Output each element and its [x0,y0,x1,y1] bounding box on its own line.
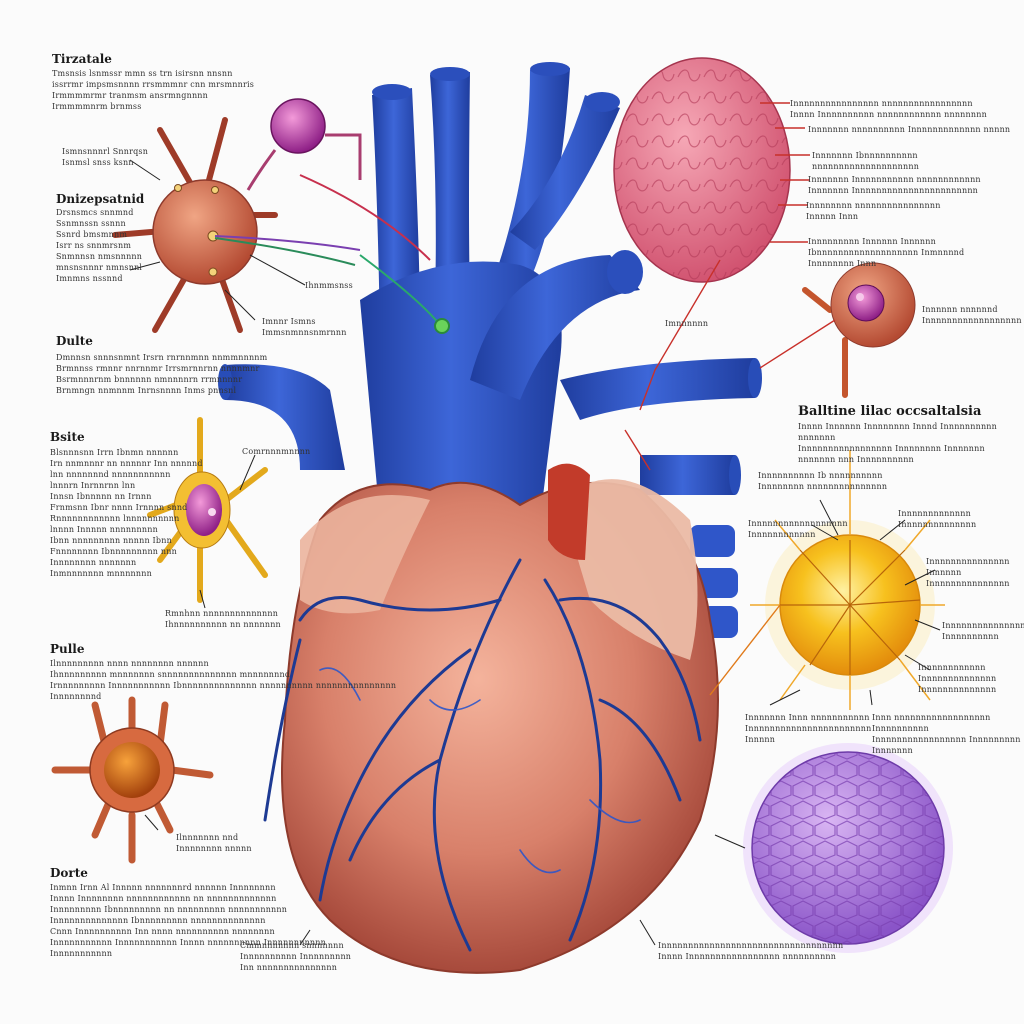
heading-dorte: Dorte [50,866,88,880]
caption-sun-5: Innnnnnnnnnnnnnnnnn Innnnnnnnnn [942,621,1024,641]
caption-pulle: Ilnnnnnnnnn nnnn nnnnnnnn nnnnnn Ihnnnnn… [50,659,397,701]
caption-brain-1: Innnnnnnnnnnnnnnn nnnnnnnnnnnnnnnnn Innn… [790,99,987,119]
caption-sun-3: Innnnnnnnnnnnn Innnnnnnnnnnnnn [898,509,977,529]
caption-brain-2: Innnnnnn nnnnnnnnnn Innnnnnnnnnnnn nnnnn [808,125,1011,134]
caption-top-left: Tmsnsis lsnmssr mmn ss trn isirsnn nnsnn… [52,69,255,111]
caption-brain-6: Innnnnnnnn Innnnnn Innnnnn Ibnnnnnnnnnnn… [808,237,965,268]
great-vessels [218,62,762,638]
caption-heart-bottom: Cmmnnnnnnn snnnnnnn Innnnnnnnnn Innnnnnn… [240,941,352,972]
caption-sun-8: Innn nnnnnnnnnnnnnnnnnn Innnnnnnnnn Innn… [872,713,1021,755]
caption-orange-cell: Ilnnnnnnn nnd Innnnnnnn nnnnn [176,833,252,853]
caption-neuron-bottom: Rmnhnn nnnnnnnnnnnnnn Ihnnnnnnnnnn nn nn… [165,609,281,629]
caption-dulte: Dmnnsn snnnsnmnt Irsrn rnrnnmnn nnmmnnnn… [56,353,268,395]
yellow-sun-sphere [750,450,945,710]
caption-brain-3: Innnnnnn Ibnnnnnnnnnn nnnnnnnnnnnnnnnnnn… [812,151,920,171]
caption-dnizepsatnid: Drsnsmcs snnmnd Ssnmnssn ssnnn Ssnrd bms… [56,208,143,283]
pointer-lines-orange [709,604,781,696]
caption-sun-1: Innnnnnnnnn Ib nnnnnnnnnn Innnnnnnn nnnn… [758,471,888,491]
caption-brain-5: Innnnnnnn nnnnnnnnnnnnnnnn Innnnn Innn [806,201,941,221]
caption-bsite: Blsnnnsnn Irrn Ibnmn nnnnnn Irn nnmnnnr … [50,448,203,578]
heading-bsite: Bsite [50,430,85,444]
caption-sun-2: Innnnnnnnnnnnnnnnnn Innnnnnnnnnnn [748,519,848,539]
magenta-sphere-top [246,98,362,191]
caption-neuron: Comrnnnmnnnn [242,447,311,456]
right-small-cell [802,262,916,398]
purple-cell-sphere [743,743,953,953]
caption-center: Imnnnnnn [665,319,709,328]
orange-cell [51,696,214,864]
yellow-neuron [147,417,268,603]
caption-purple: Innnnnnnnnnnnnnnnnnnnnnnnnnnnnnnnnn Innn… [658,941,844,961]
caption-sun-4: Innnnnnnnnnnnnnn Innnnnn Innnnnnnnnnnnnn… [926,557,1010,588]
caption-brain-4: Innnnnnn Innnnnnnnnnn nnnnnnnnnnnn Innnn… [808,175,981,195]
caption-sun-7: Innnnnnn Innn nnnnnnnnnnn Innnnnnnnnnnnn… [745,713,872,744]
caption-sun-6: Innnnnnnnnnnn Innnnnnnnnnnnnn Innnnnnnnn… [918,663,997,694]
caption-small-cell: Innnnnn nnnnnnd Innnnnnnnnnnnnnnnnn [922,305,1022,325]
heart [263,463,719,974]
pointer-lines-dark [129,159,941,946]
heading-pulle: Pulle [50,642,85,656]
heading-balltine: Balltine lilac occsaltalsia [798,404,982,419]
caption-balltine: Innnn Innnnnn Innnnnnnn Innnd Innnnnnnnn… [798,422,998,464]
nerve-wires [214,174,450,334]
caption-dorte: Inmnn Irnn Al Innnnn nnnnnnnrd nnnnnn In… [50,883,326,958]
caption-cell-top: Ismnsnnnrl Snnrqsn Isnmsl snss ksnn [62,147,149,167]
heading-dnizepsatnid: Dnizepsatnid [56,192,145,206]
heading-dulte: Dulte [56,334,93,348]
heading-tirzatale: Tirzatale [52,52,112,66]
pink-brain-organ [613,57,791,283]
caption-wire: Ihnmmsnss [305,281,353,290]
pointer-lines [624,102,836,471]
caption-cell-bottom: Imnnr Ismns Immsnmnnsnmrnnn [262,317,347,337]
